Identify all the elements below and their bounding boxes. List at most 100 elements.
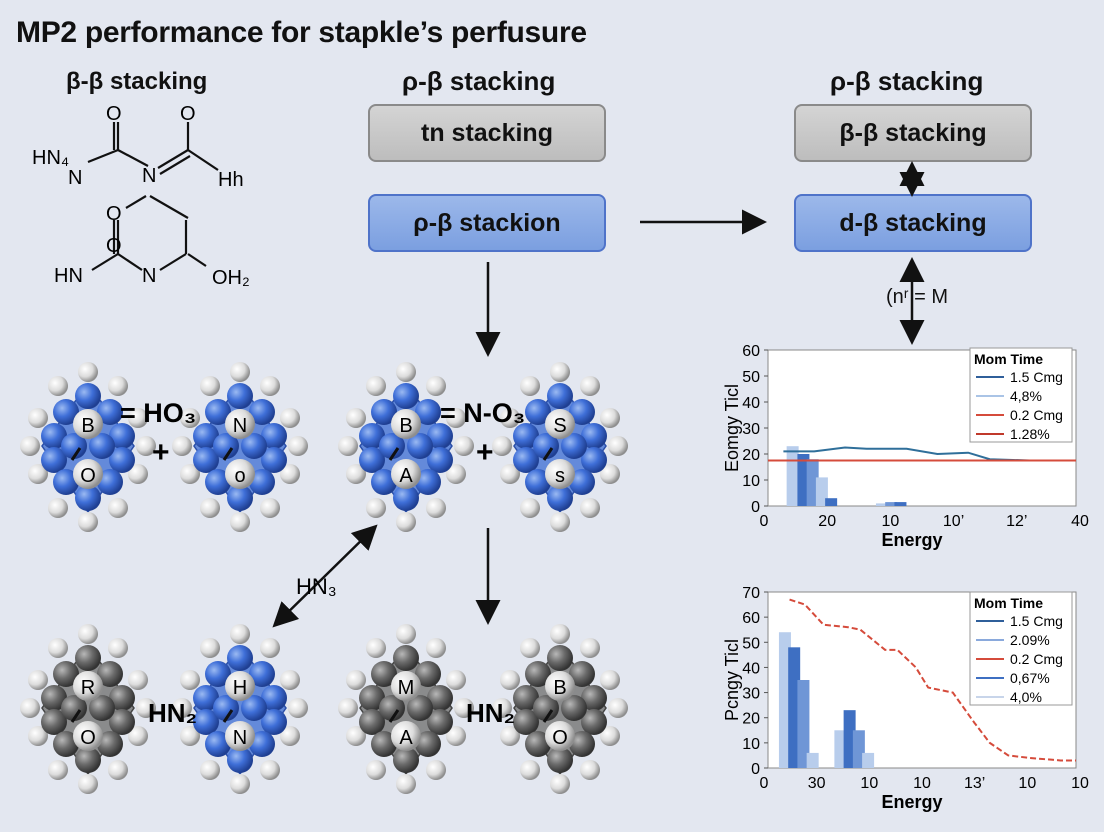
y-tick-label: 70	[742, 585, 760, 602]
stack-r2-2-label-a: H	[233, 677, 247, 699]
x-axis-label: Energy	[881, 530, 942, 550]
y-tick-label: 40	[742, 395, 760, 412]
bar	[797, 454, 810, 506]
x-tick-label: 10	[882, 513, 900, 530]
label-o1: O	[106, 103, 122, 125]
legend-entry: 1.5 Cmg	[1010, 613, 1063, 629]
stack-r1-2: No	[172, 362, 308, 532]
x-tick-label: 0	[760, 775, 769, 792]
label-o2: O	[180, 103, 196, 125]
y-tick-label: 20	[742, 447, 760, 464]
x-tick-label: 12’	[1006, 513, 1027, 530]
legend-entry: 1.5 Cmg	[1010, 369, 1063, 385]
stack-r1-4-label-b: s	[555, 465, 565, 487]
x-tick-label: 40	[1071, 513, 1089, 530]
stack-r2-2: HN	[172, 624, 308, 794]
y-tick-label: 0	[751, 499, 760, 516]
legend-entry: 0.2 Cmg	[1010, 651, 1063, 667]
stack-r2-1-label-a: R	[81, 677, 95, 699]
y-tick-label: 60	[742, 343, 760, 360]
label-hn2: HN	[54, 265, 83, 287]
y-tick-label: 10	[742, 473, 760, 490]
bar	[788, 647, 801, 768]
legend-entry: 0.2 Cmg	[1010, 407, 1063, 423]
bar	[786, 446, 799, 506]
legend-entry: 1.28%	[1010, 426, 1050, 442]
y-tick-label: 10	[742, 736, 760, 753]
x-tick-label: 20	[818, 513, 836, 530]
stack-r2-4-label-b: O	[552, 727, 568, 749]
bar	[852, 730, 865, 768]
legend-title: Mom Time	[974, 595, 1043, 611]
label-hn: HN₄	[32, 147, 69, 169]
x-tick-label: 13’	[964, 775, 985, 792]
label-ring-o: O	[106, 203, 122, 225]
x-tick-label: 10	[860, 775, 878, 792]
row2-mid1: HN₂	[148, 698, 197, 728]
mid-header: ρ-β stacking	[402, 66, 556, 96]
stack-r2-1: RO	[20, 624, 156, 794]
stack-r1-1-label-b: O	[80, 465, 96, 487]
x-axis-label: Energy	[881, 792, 942, 812]
right-box-bottom[interactable]: d-β stacking	[794, 194, 1032, 252]
bar	[862, 752, 875, 768]
y-axis-label: Pcngy Ticl	[722, 639, 742, 721]
arrow-diagonal	[272, 524, 378, 628]
mid-box-bottom[interactable]: ρ-β stackion	[368, 194, 606, 252]
stack-r1-1: BO	[20, 362, 156, 532]
row1-plus2: +	[476, 436, 494, 469]
bar	[797, 680, 810, 768]
y-tick-label: 50	[742, 635, 760, 652]
legend-title: Mom Time	[974, 351, 1043, 367]
x-tick-label: 10	[1018, 775, 1036, 792]
stack-r1-1-label-a: B	[81, 415, 94, 437]
y-tick-label: 60	[742, 610, 760, 627]
stack-r2-3-label-a: M	[398, 677, 415, 699]
stack-r2-1-label-b: O	[80, 727, 96, 749]
y-axis-label: Eomgy Ticl	[722, 384, 742, 472]
series-line-red	[789, 598, 1076, 762]
right-header: ρ-β stacking	[830, 66, 984, 96]
label-n2: N	[142, 165, 156, 187]
label-ring-o2: O	[106, 235, 122, 257]
stack-r1-2-label-b: o	[234, 465, 245, 487]
bar	[843, 710, 856, 768]
bar	[825, 498, 838, 506]
legend-entry: 0,67%	[1010, 670, 1050, 686]
bar	[815, 477, 828, 506]
page-title: MP2 performance for stapkle’s perfusure	[16, 16, 587, 49]
stack-r1-3: BA	[338, 362, 474, 532]
stack-r2-3: MA	[338, 624, 474, 794]
y-tick-label: 40	[742, 660, 760, 677]
x-tick-label: 0	[760, 513, 769, 530]
chem-structure	[87, 122, 219, 271]
y-tick-label: 20	[742, 711, 760, 728]
y-tick-label: 30	[742, 421, 760, 438]
stack-r1-4: Ss	[492, 362, 628, 532]
x-tick-label: 10	[1071, 775, 1089, 792]
label-n1: N	[68, 167, 82, 189]
row2-diag-label: HN₃	[296, 574, 337, 599]
stack-r2-2-label-b: N	[233, 727, 247, 749]
stack-r1-3-label-a: B	[399, 415, 412, 437]
row1-plus1: +	[152, 436, 170, 469]
y-tick-label: 0	[751, 761, 760, 778]
y-tick-label: 30	[742, 686, 760, 703]
y-tick-label: 50	[742, 369, 760, 386]
x-tick-label: 30	[808, 775, 826, 792]
label-oh2: OH₂	[212, 267, 250, 289]
legend-entry: 2.09%	[1010, 632, 1050, 648]
x-tick-label: 10	[913, 775, 931, 792]
label-n3: N	[142, 265, 156, 287]
bar	[834, 730, 847, 768]
stack-r2-3-label-b: A	[399, 727, 413, 749]
bar	[885, 502, 898, 506]
bar	[806, 752, 819, 768]
bar	[875, 503, 888, 506]
mid-box-top[interactable]: tn stacking	[368, 104, 606, 162]
stack-r1-2-label-a: N	[233, 415, 247, 437]
row1-eq1: = HO₃	[120, 398, 196, 428]
